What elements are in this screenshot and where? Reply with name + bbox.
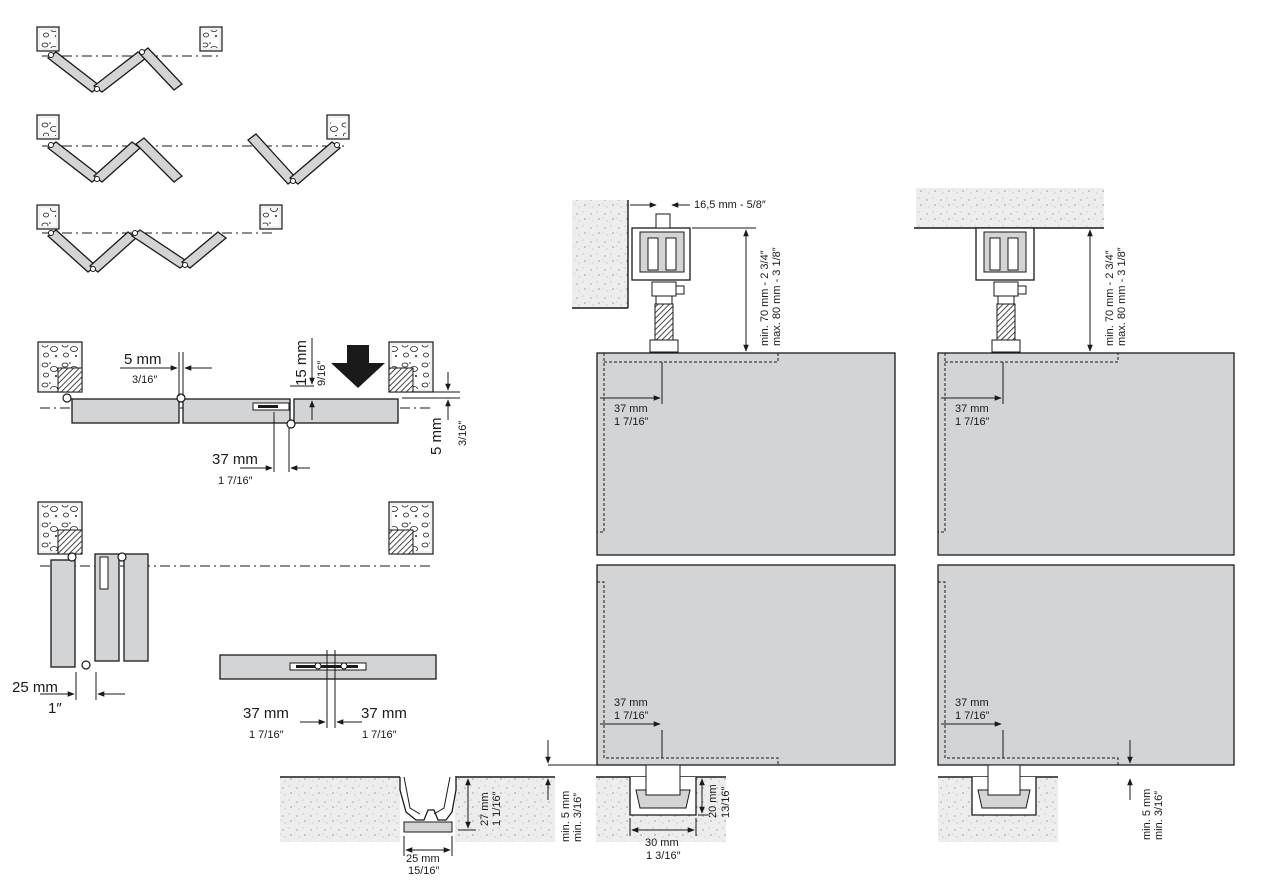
fold-config-4-panels: [36, 114, 350, 185]
panel-b-top-37mm: 37 mm: [955, 403, 989, 415]
offset-37mm-label: 37 mm: [212, 451, 258, 468]
twin-right-37mm-label: 37 mm: [361, 705, 407, 722]
guide-15-16-label: 15/16″: [408, 865, 440, 877]
channel-30mm-label: 30 mm: [645, 837, 679, 849]
height-a-line2: max. 80 mm - 3 1/8″: [771, 247, 783, 346]
hanger-width-label: 16,5 mm - 5/8″: [694, 199, 766, 211]
offset-1-7-16-label: 1 7/16″: [218, 475, 253, 487]
twin-left-1-7-16-label: 1 7/16″: [249, 729, 284, 741]
fold-config-5-panels: [36, 204, 283, 273]
twin-panel-plan: [219, 650, 437, 728]
twin-right-1-7-16-label: 1 7/16″: [362, 729, 397, 741]
floor-a-min-5mm: min. 5 mm: [560, 791, 572, 842]
stack-1in-label: 1″: [48, 700, 62, 717]
floor-b-min-5mm: min. 5 mm: [1141, 789, 1153, 840]
height-b-line1: min. 70 mm - 2 3/4″: [1104, 250, 1116, 346]
elevation-ceiling-mount: [914, 188, 1235, 842]
side-5mm-label: 5 mm: [428, 418, 445, 456]
gap-5mm-label: 5 mm: [124, 351, 162, 368]
guide-27mm-label: 27 mm: [479, 792, 491, 826]
panel-b-bot-37mm: 37 mm: [955, 697, 989, 709]
stacked-panels-view: [37, 501, 434, 700]
panel-b-bot-1-7-16: 1 7/16”: [955, 710, 990, 722]
fold-config-2-panels: [36, 26, 223, 93]
channel-1-3-16-label: 1 3/16″: [646, 850, 681, 862]
drop-15mm-label: 15 mm: [293, 340, 310, 386]
stack-25mm-label: 25 mm: [12, 679, 58, 696]
guide-25mm-label: 25 mm: [406, 853, 440, 865]
panel-b-top-1-7-16: 1 7/16”: [955, 416, 990, 428]
drop-9-16-label: 9/16″: [316, 361, 328, 386]
panel-a-top-1-7-16: 1 7/16”: [614, 416, 649, 428]
floor-guide-surface: [280, 776, 555, 856]
gap-3-16-label: 3/16″: [132, 374, 157, 386]
elevation-wall-mount: [545, 200, 896, 842]
height-a-line1: min. 70 mm - 2 3/4″: [759, 250, 771, 346]
floor-a-min-3-16: min. 3/16″: [572, 793, 584, 842]
channel-13-16-label: 13/16″: [720, 786, 732, 818]
side-3-16-label: 3/16″: [457, 421, 469, 446]
guide-1-1-16-label: 1 1/16″: [491, 791, 503, 826]
plan-view-closed: [37, 338, 460, 472]
panel-a-bot-37mm: 37 mm: [614, 697, 648, 709]
panel-a-top-37mm: 37 mm: [614, 403, 648, 415]
panel-a-bot-1-7-16: 1 7/16”: [614, 710, 649, 722]
height-b-line2: max. 80 mm - 3 1/8″: [1116, 247, 1128, 346]
channel-20mm-label: 20 mm: [707, 784, 719, 818]
arrow-down-icon: [331, 345, 385, 388]
twin-left-37mm-label: 37 mm: [243, 705, 289, 722]
floor-b-min-3-16: min. 3/16″: [1153, 791, 1165, 840]
